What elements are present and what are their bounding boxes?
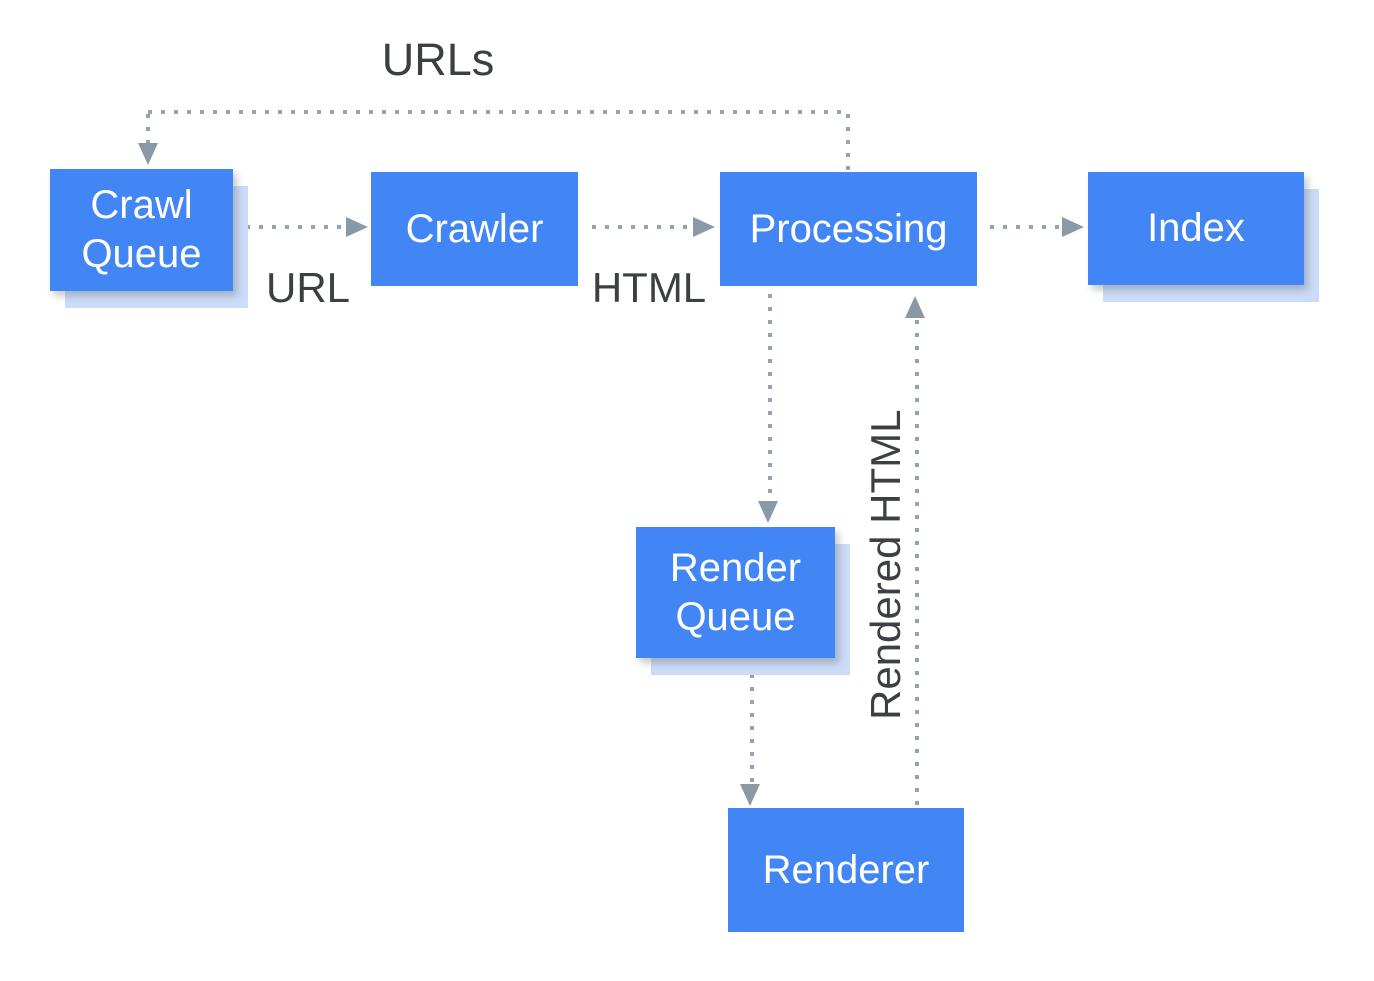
- node-crawl-queue-label-line2: Queue: [81, 232, 202, 276]
- node-render-queue-label-line2: Queue: [675, 594, 796, 639]
- node-crawl-queue: Crawl Queue: [50, 169, 233, 291]
- arrowhead-into-processing-icon: [693, 217, 715, 237]
- arrowhead-into-index-icon: [1062, 217, 1084, 237]
- edge-line-crawler-to-processing: [592, 225, 693, 229]
- node-index: Index: [1088, 172, 1304, 285]
- edge-label-url: URL: [265, 264, 351, 311]
- node-renderer: Renderer: [728, 808, 964, 932]
- node-renderer-label: Renderer: [762, 847, 930, 892]
- edge-line-renderer-to-processing: [915, 320, 919, 806]
- node-processing: Processing: [720, 172, 977, 286]
- edge-line-processing-to-index: [990, 225, 1062, 229]
- node-render-queue-label-line1: Render: [669, 545, 802, 590]
- node-crawl-queue-label-line1: Crawl: [90, 183, 193, 228]
- arrowhead-into-crawler-icon: [346, 217, 368, 237]
- node-render-queue: Render Queue: [636, 527, 835, 658]
- edge-label-urls: URLs: [381, 34, 495, 85]
- edge-line-loop-drop: [146, 114, 150, 144]
- edge-line-processing-to-render-queue: [768, 294, 772, 500]
- edge-line-render-queue-to-renderer: [750, 674, 754, 784]
- edge-label-rendered-html: Rendered HTML: [862, 409, 909, 720]
- node-crawler-label: Crawler: [405, 206, 544, 251]
- node-index-label: Index: [1147, 206, 1245, 251]
- edge-line-processing-to-crawl-queue: [148, 110, 849, 114]
- edge-label-html: HTML: [591, 264, 707, 311]
- edge-line-crawl-queue-to-crawler: [246, 225, 346, 229]
- arrowhead-into-render-queue-icon: [758, 501, 778, 523]
- arrowhead-into-renderer-icon: [740, 784, 760, 806]
- arrowhead-into-crawl-queue-icon: [138, 143, 158, 165]
- node-processing-label: Processing: [749, 206, 948, 251]
- arrowhead-up-into-processing-icon: [905, 296, 925, 318]
- edge-line-loop-rise: [846, 114, 850, 170]
- node-crawler: Crawler: [371, 172, 578, 286]
